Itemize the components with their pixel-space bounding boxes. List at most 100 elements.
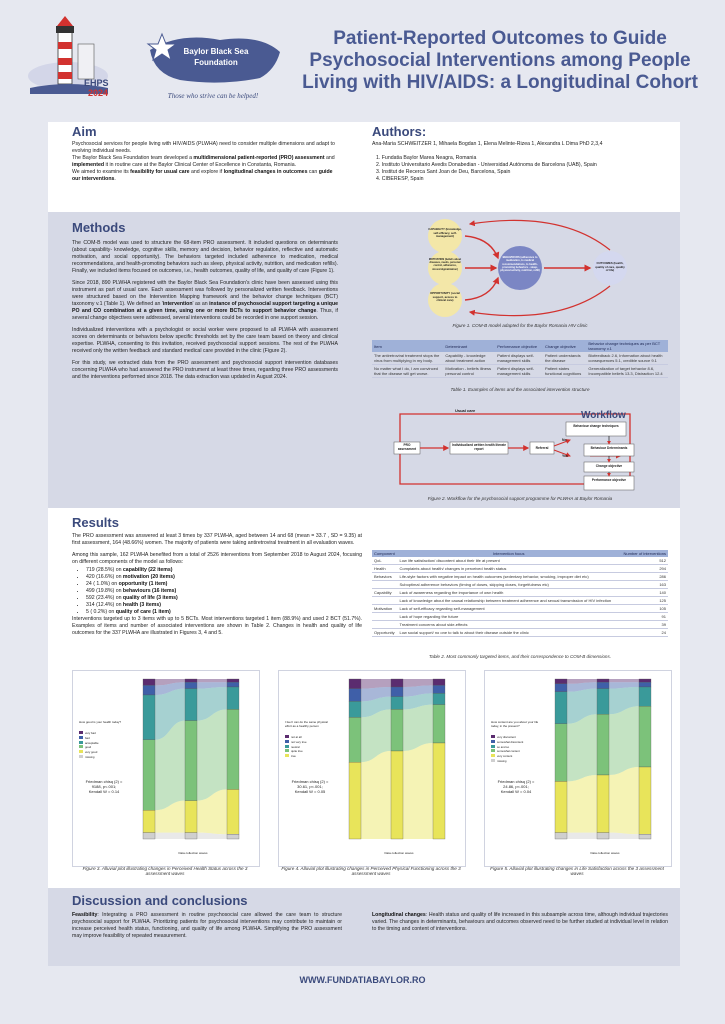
table-cell: 140 (620, 588, 668, 597)
fig1-opportunity-label: OPPORTUNITY (social support, access to c… (430, 291, 460, 303)
legend-swatch (285, 739, 289, 743)
alluvial-stratum (348, 678, 362, 689)
wf-determinants: Behaviour Determinants (590, 446, 628, 450)
table-cell: Lack of hope regarding the future (397, 612, 621, 621)
table-cell: Capability (372, 588, 398, 597)
wf-no: No (562, 438, 567, 442)
wf-change-objective: Change objective (595, 464, 623, 468)
alluvial-flow (567, 682, 597, 692)
figure5-caption: Figure 5. Alluvial plot illustrating cha… (490, 866, 664, 876)
aim-p3: We aimed to examine its feasibility for … (72, 169, 333, 182)
legend-entry: bad (79, 735, 127, 741)
alluvial-flow (403, 743, 433, 839)
legend-entry: very good (79, 750, 127, 755)
legend-swatch (285, 749, 289, 753)
stat-line: Kendall W = 0.14 (88, 789, 120, 794)
table-cell: Behaviors (372, 572, 398, 581)
aim-p2: The Baylor Black Sea Foundation team dev… (72, 155, 335, 168)
results-bullets: 719 (28.5%) on capability (22 items) 420… (72, 567, 362, 616)
alluvial-flow (197, 687, 227, 721)
methods-heading: Methods (72, 220, 126, 235)
footer-url[interactable]: WWW.FUNDATIABAYLOR.RO (299, 975, 426, 985)
table-cell: Patient displays self-management skills (495, 352, 543, 365)
legend-swatch (285, 735, 289, 738)
figure5-alluvial-svg (554, 678, 652, 840)
t1-h-co: Change objective (543, 340, 587, 352)
alluvial-stratum (142, 694, 156, 740)
alluvial-stratum (348, 717, 362, 763)
fig3-xlabel: Data collection waves (178, 851, 208, 855)
legend-swatch (79, 754, 83, 758)
alluvial-stratum (554, 678, 568, 684)
alluvial-stratum (142, 832, 156, 840)
alluvial-flow (361, 709, 391, 763)
alluvial-stratum (184, 682, 198, 689)
wf-referral: Referral (535, 446, 549, 450)
legend-swatch (285, 754, 289, 758)
affiliation-3: 3. Institut de Recerca Sant Joan de Deu,… (376, 169, 511, 175)
t1-h-bct: Behavior change techniques as per BCT ta… (586, 340, 668, 352)
alluvial-flow (609, 706, 639, 775)
table-cell: The antiretroviral treatment stops the v… (372, 352, 444, 365)
alluvial-stratum (390, 709, 404, 752)
table-cell: Motivation (372, 604, 398, 613)
results-heading: Results (72, 515, 119, 530)
alluvial-stratum (432, 704, 446, 744)
alluvial-flow (361, 687, 391, 702)
table-cell: 91 (620, 612, 668, 621)
alluvial-stratum (226, 686, 240, 710)
alluvial-flow (567, 688, 597, 724)
table-cell: Complaints about health/ changes in perc… (397, 564, 621, 573)
table-cell: 512 (620, 557, 668, 565)
alluvial-stratum (390, 696, 404, 710)
alluvial-flow (567, 775, 597, 833)
legend-entry: good (79, 745, 127, 750)
aim-authors-band (48, 122, 680, 212)
wf-pro-assessment: PRO assessment (397, 443, 417, 451)
table-cell (372, 596, 398, 605)
discussion-band (48, 888, 680, 966)
alluvial-flow (567, 832, 597, 839)
table-cell: Capability - knowledge about treatment a… (443, 352, 496, 365)
stat-line: Friedman chisq (2) = (497, 779, 535, 784)
header: EHPS 2024 Baylor Black Sea Foundation Th… (0, 0, 725, 122)
legend-entry: missing (79, 754, 127, 760)
t1-h-determinant: Determinant (443, 340, 496, 352)
legend-entry: true (285, 754, 333, 759)
authors-heading: Authors: (372, 124, 427, 139)
table-cell: Patient understands the disease (543, 352, 587, 365)
alluvial-stratum (390, 750, 404, 840)
legend-label: bad (85, 735, 90, 740)
results-p1: The PRO assessment was answered at least… (72, 533, 362, 546)
alluvial-stratum (348, 701, 362, 718)
legend-label: acceptable (85, 740, 99, 745)
legend-label: somewhat discontent (497, 739, 524, 744)
table-cell: 286 (620, 572, 668, 581)
alluvial-stratum (226, 834, 240, 840)
list-item: 24 ( 1.0%) on opportunity (1 item) (86, 581, 362, 588)
alluvial-flow (155, 682, 185, 695)
alluvial-stratum (554, 832, 568, 840)
fig1-motivation-label: MOTIVATION (beliefs about diseases, need… (428, 258, 462, 271)
stat-line: Friedman chisq (2) = (291, 779, 329, 784)
ehps-lighthouse-logo (28, 16, 108, 94)
fig1-behaviour-label: BEHAVIOURS (adherence to medication, to … (500, 256, 540, 273)
table-cell: 105 (620, 604, 668, 613)
table-cell: Treatment concerns about side-effects (397, 620, 621, 629)
stat-line: Kendall W = 0.05 (294, 789, 326, 794)
legend-entry: so and so (491, 744, 539, 750)
table2-caption: Table 2. Most commonly targeted items, a… (428, 654, 612, 659)
legend-swatch (79, 745, 83, 749)
legend-entry: not very true (285, 739, 333, 745)
workflow-title: Workflow (581, 410, 626, 421)
table2: Component Intervention focus Number of i… (372, 550, 668, 637)
fig4-xlabel: Data collection waves (384, 851, 414, 855)
alluvial-flow (155, 800, 185, 833)
alluvial-flow (155, 679, 185, 686)
legend-label: true (291, 754, 296, 759)
table-cell (372, 580, 398, 589)
